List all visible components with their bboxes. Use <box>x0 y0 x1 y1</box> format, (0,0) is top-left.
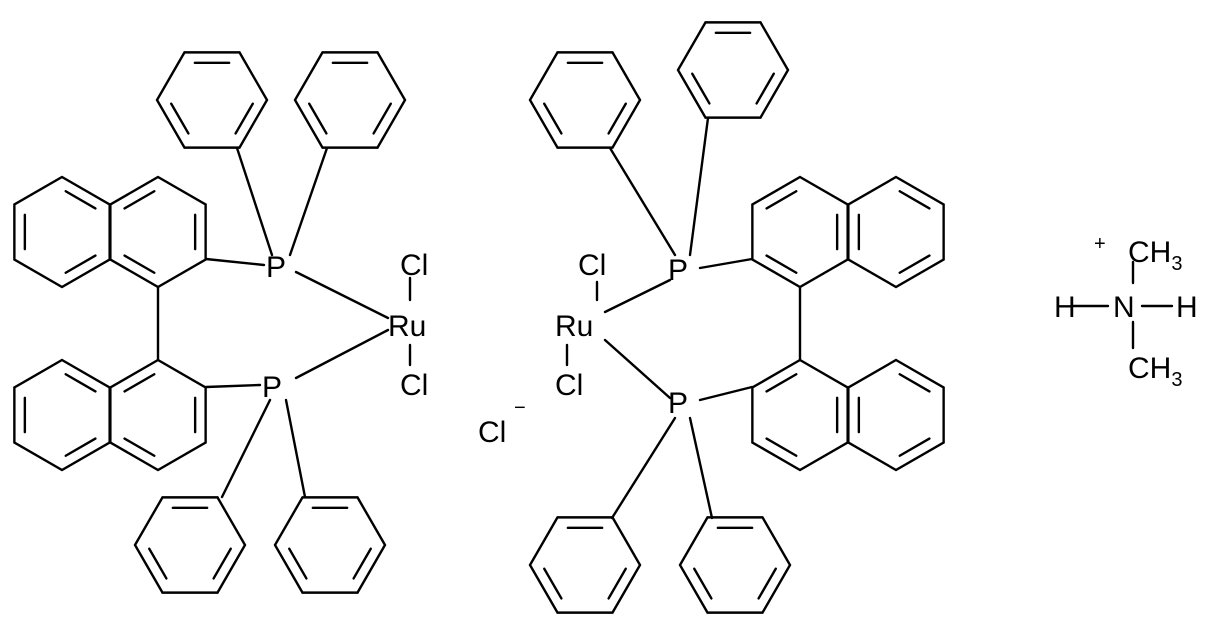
bond <box>204 257 266 267</box>
double-bond <box>607 102 627 135</box>
bond <box>698 257 754 270</box>
aromatic-ring <box>847 175 945 289</box>
bond <box>688 416 714 520</box>
atom-h: H <box>1176 291 1198 324</box>
aromatic-ring <box>751 175 849 289</box>
aromatic-ring <box>528 516 642 614</box>
double-bond <box>123 373 156 393</box>
double-bond <box>607 567 627 600</box>
aromatic-ring <box>293 51 407 149</box>
aromatic-ring <box>13 175 111 289</box>
atom-p: P <box>262 371 282 404</box>
methyl-group: CH3 <box>1128 236 1182 275</box>
double-bond <box>288 547 308 580</box>
aromatic-ring <box>751 358 849 472</box>
double-bond <box>64 190 97 210</box>
bond <box>603 338 672 400</box>
double-bond <box>898 373 931 393</box>
double-bond <box>898 437 931 457</box>
bond <box>610 416 677 520</box>
bond <box>294 328 390 380</box>
atom-ru: Ru <box>388 310 426 343</box>
double-bond <box>170 102 190 135</box>
double-bond <box>765 254 798 274</box>
atom-p: P <box>668 254 688 287</box>
atom-cl: Cl <box>555 369 583 402</box>
double-bond <box>123 190 156 210</box>
bond <box>288 146 329 257</box>
double-bond <box>64 373 97 393</box>
bond <box>608 146 677 257</box>
atom-cl: Cl <box>400 249 428 282</box>
aromatic-ring <box>678 516 792 614</box>
aromatic-ring <box>676 21 790 119</box>
double-bond <box>691 72 711 105</box>
double-bond <box>898 254 931 274</box>
double-bond <box>693 567 713 600</box>
bond <box>294 270 390 320</box>
methyl-group: CH3 <box>1128 352 1182 391</box>
double-bond <box>234 102 254 135</box>
double-bond <box>64 254 97 274</box>
double-bond <box>543 567 563 600</box>
atom-ru: Ru <box>555 310 593 343</box>
chloride-ion: Cl <box>478 416 506 449</box>
ammonium-charge: + <box>1094 233 1106 255</box>
atom-cl: Cl <box>578 249 606 282</box>
atom-h: H <box>1054 291 1076 324</box>
double-bond <box>372 102 392 135</box>
aromatic-ring <box>155 51 269 149</box>
double-bond <box>765 437 798 457</box>
aromatic-ring <box>273 496 387 594</box>
double-bond <box>123 254 156 274</box>
atom-cl: Cl <box>400 369 428 402</box>
double-bond <box>123 437 156 457</box>
atom-p: P <box>668 387 688 420</box>
double-bond <box>212 547 232 580</box>
bond <box>220 398 272 499</box>
double-bond <box>898 190 931 210</box>
double-bond <box>757 567 777 600</box>
double-bond <box>765 373 798 393</box>
bond <box>698 385 754 402</box>
double-bond <box>765 190 798 210</box>
aromatic-ring <box>109 358 207 472</box>
bond <box>204 383 262 389</box>
double-bond <box>352 547 372 580</box>
bond <box>284 398 307 499</box>
double-bond <box>148 547 168 580</box>
aromatic-ring <box>528 51 642 149</box>
aromatic-ring <box>109 175 207 289</box>
double-bond <box>543 102 563 135</box>
aromatic-ring <box>13 358 111 472</box>
atom-n: N <box>1113 291 1135 324</box>
aromatic-ring <box>133 496 247 594</box>
double-bond <box>755 72 775 105</box>
bond <box>688 116 710 257</box>
bond <box>235 146 274 257</box>
aromatic-ring <box>847 358 945 472</box>
double-bond <box>64 437 97 457</box>
chloride-charge: − <box>514 397 526 419</box>
double-bond <box>308 102 328 135</box>
bond <box>603 278 672 314</box>
atom-p: P <box>266 251 286 284</box>
